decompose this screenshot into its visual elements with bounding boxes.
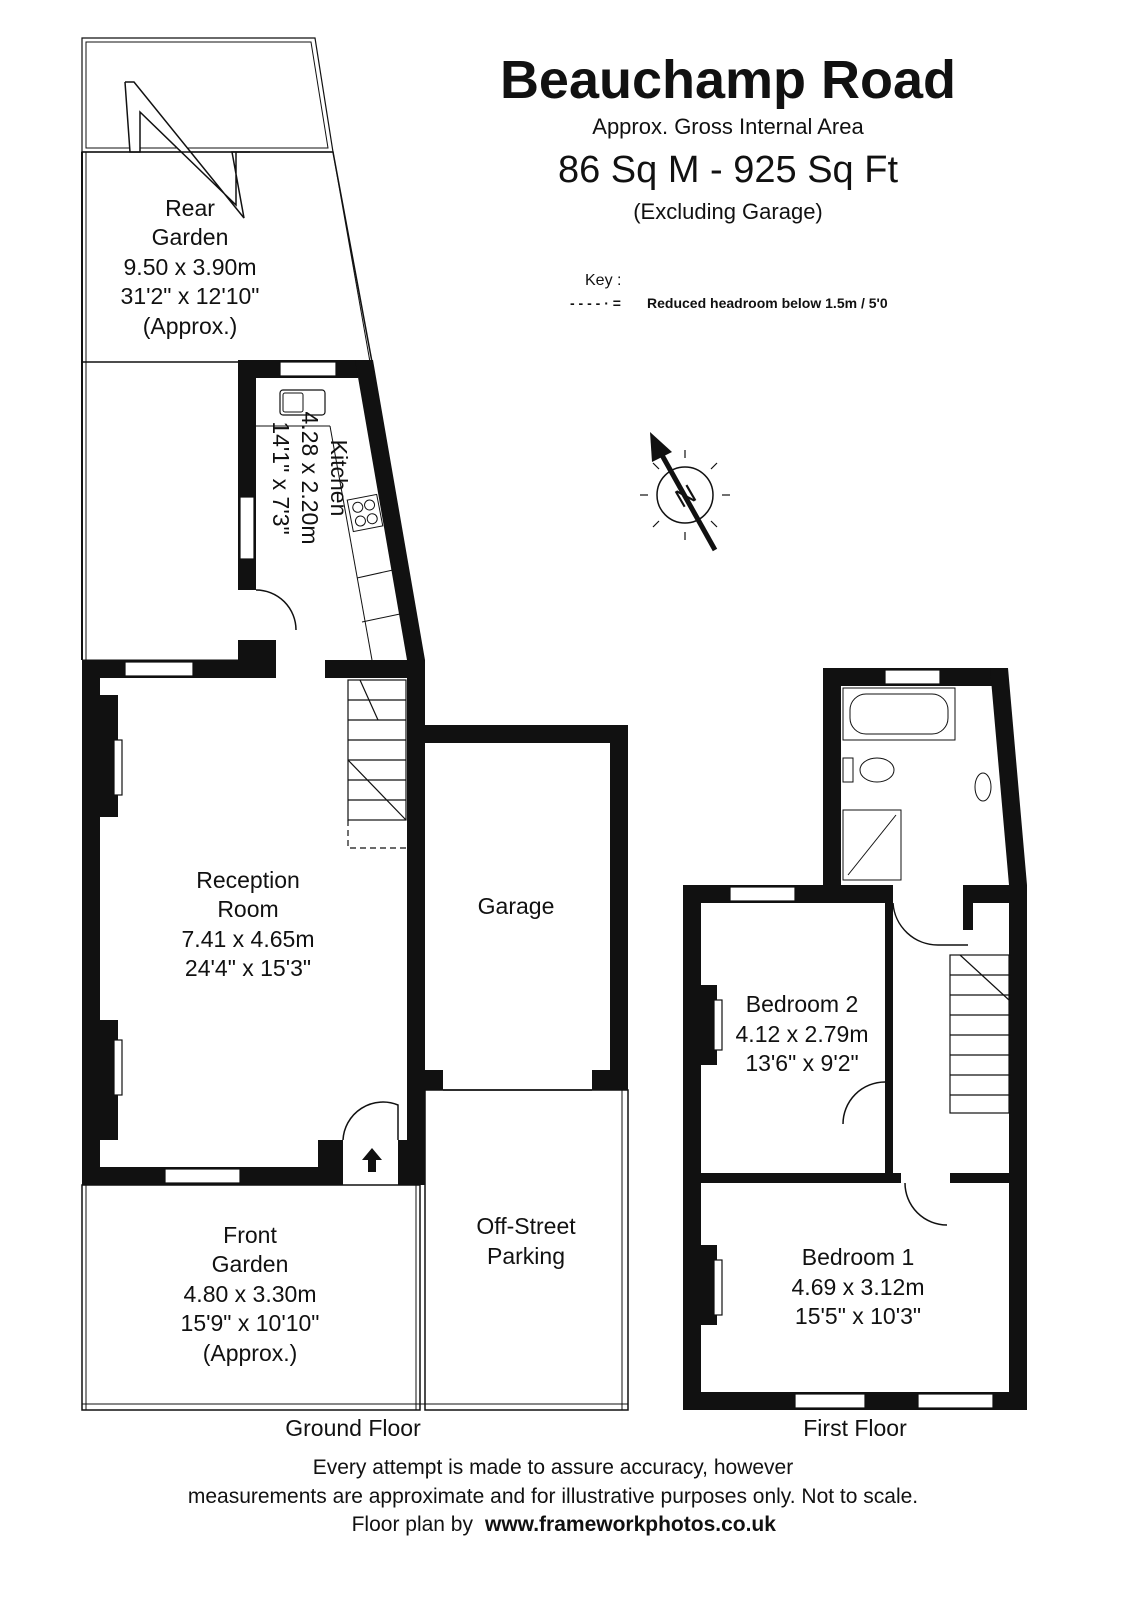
svg-text:4.28 x 2.20m: 4.28 x 2.20m <box>297 412 323 545</box>
svg-text:Kitchen: Kitchen <box>326 440 352 517</box>
disclaimer-line-2: measurements are approximate and for ill… <box>188 1485 918 1508</box>
room-reception: Reception Room 7.41 x 4.65m 24'4" x 15'3… <box>182 867 315 981</box>
first-floor-label: First Floor <box>803 1415 907 1441</box>
area-note: (Excluding Garage) <box>633 199 823 224</box>
svg-text:Rear: Rear <box>165 195 215 221</box>
room-bedroom-2: Bedroom 2 4.12 x 2.79m 13'6" x 9'2" <box>736 991 869 1076</box>
plan-title: Beauchamp Road <box>500 50 956 110</box>
svg-text:7.41 x 4.65m: 7.41 x 4.65m <box>182 926 315 952</box>
svg-text:31'2" x 12'10": 31'2" x 12'10" <box>121 283 260 309</box>
ground-floor-label: Ground Floor <box>285 1415 421 1441</box>
area-label: Approx. Gross Internal Area <box>592 114 864 139</box>
svg-text:15'5" x 10'3": 15'5" x 10'3" <box>795 1303 921 1329</box>
svg-text:Parking: Parking <box>487 1243 565 1269</box>
credit-label: Floor plan by <box>352 1513 474 1536</box>
room-kitchen: Kitchen 4.28 x 2.20m 14'1" x 7'3" <box>268 412 352 545</box>
svg-text:Garden: Garden <box>212 1251 289 1277</box>
svg-text:Bedroom 2: Bedroom 2 <box>746 991 859 1017</box>
svg-text:Room: Room <box>217 896 278 922</box>
first-floor-plan <box>683 668 1027 1410</box>
room-front-garden: Front Garden 4.80 x 3.30m 15'9" x 10'10"… <box>181 1222 320 1366</box>
credit-url: www.frameworkphotos.co.uk <box>484 1513 776 1536</box>
svg-text:4.80 x 3.30m: 4.80 x 3.30m <box>184 1281 317 1307</box>
room-rear-garden: Rear Garden 9.50 x 3.90m 31'2" x 12'10" … <box>121 195 260 339</box>
svg-text:24'4" x 15'3": 24'4" x 15'3" <box>185 955 311 981</box>
svg-text:(Approx.): (Approx.) <box>143 313 238 339</box>
svg-text:Front: Front <box>223 1222 277 1248</box>
svg-text:Reception: Reception <box>196 867 300 893</box>
ground-floor-plan <box>81 37 629 1411</box>
svg-text:9.50 x 3.90m: 9.50 x 3.90m <box>124 254 257 280</box>
key-title: Key : <box>585 272 621 289</box>
svg-text:Garden: Garden <box>152 224 229 250</box>
svg-text:4.12 x 2.79m: 4.12 x 2.79m <box>736 1021 869 1047</box>
svg-text:15'9" x 10'10": 15'9" x 10'10" <box>181 1310 320 1336</box>
key-description: Reduced headroom below 1.5m / 5'0 <box>647 295 888 311</box>
svg-text:(Approx.): (Approx.) <box>203 1340 298 1366</box>
key-symbol: - - - - · = <box>570 295 621 311</box>
svg-text:14'1" x 7'3": 14'1" x 7'3" <box>268 421 294 534</box>
svg-text:4.69 x 3.12m: 4.69 x 3.12m <box>792 1274 925 1300</box>
room-bedroom-1: Bedroom 1 4.69 x 3.12m 15'5" x 10'3" <box>792 1244 925 1329</box>
area-parking: Off-Street Parking <box>476 1213 576 1269</box>
area-value: 86 Sq M - 925 Sq Ft <box>558 149 898 191</box>
svg-text:13'6" x 9'2": 13'6" x 9'2" <box>745 1050 858 1076</box>
disclaimer-line-1: Every attempt is made to assure accuracy… <box>313 1456 793 1479</box>
room-garage: Garage <box>478 893 555 919</box>
compass-icon: N <box>640 432 730 552</box>
svg-text:Off-Street: Off-Street <box>476 1213 576 1239</box>
svg-text:Bedroom 1: Bedroom 1 <box>802 1244 915 1270</box>
